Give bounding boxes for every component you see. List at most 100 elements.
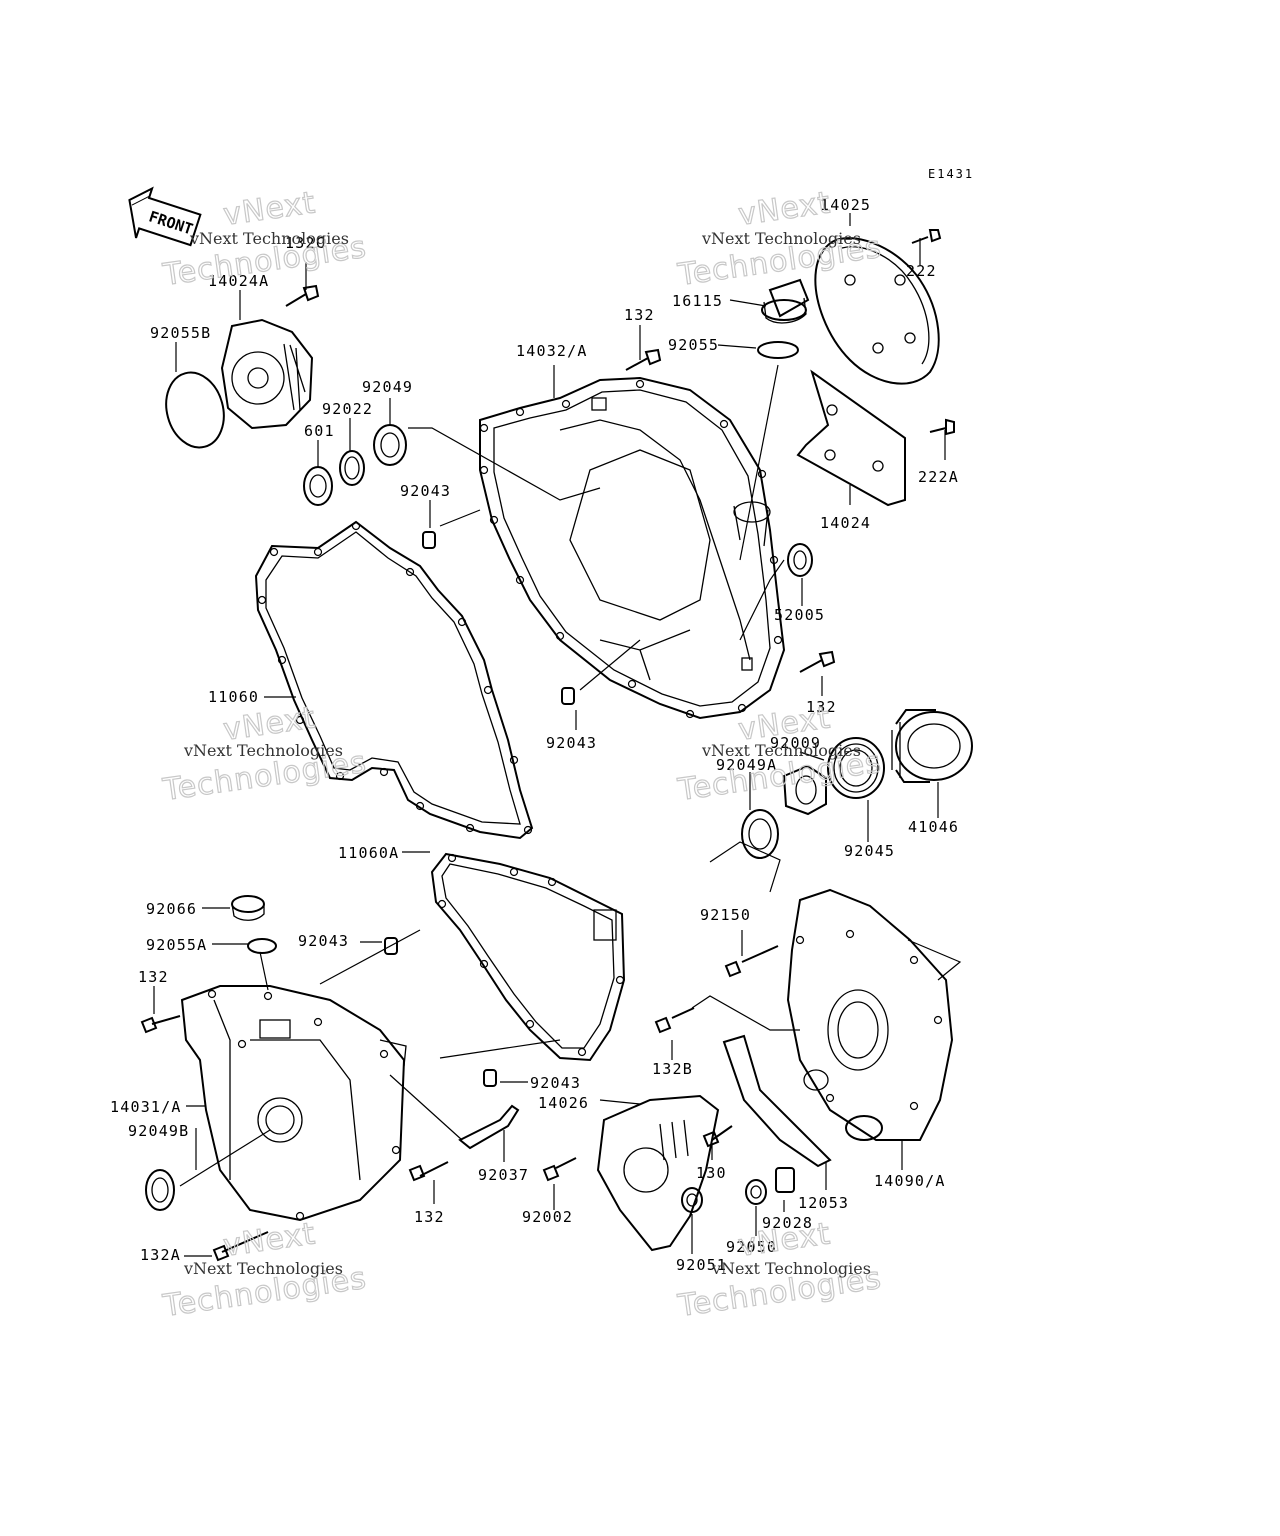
bolt-132-top [625,348,662,371]
watermark-top-left: vNext Technologies vNext Technologies [160,185,370,294]
label-11060A: 11060A [338,844,399,862]
bolt-132-mid [799,650,836,673]
label-222: 222 [906,262,937,280]
label-41046: 41046 [908,818,959,836]
gasket-11060 [254,520,534,840]
label-92022: 92022 [322,400,373,418]
label-132-mid: 132 [806,698,837,716]
label-92055: 92055 [668,336,719,354]
washer-92050 [745,1179,767,1205]
label-132B: 132B [652,1060,693,1078]
label-14090A: 14090/A [874,1172,946,1190]
label-11060: 11060 [208,688,259,706]
o-ring-92055B [165,371,225,449]
bolt-132A [212,1231,269,1262]
label-92049: 92049 [362,378,413,396]
watermark-mid-left: vNext Technologies vNext Technologies [160,700,370,809]
label-92049A: 92049A [716,756,777,774]
leader-lines [153,213,962,1257]
dowel-92043-c [384,937,398,955]
guide-12053 [722,1034,832,1168]
oil-filler-cap-16115 [761,278,810,324]
gasket-11060A [430,852,626,1062]
label-92049B: 92049B [128,1122,189,1140]
bolt-92150 [724,945,779,978]
bolt-130 [702,1125,733,1148]
seal-92049A [741,809,779,859]
washer-92051 [681,1187,703,1213]
dowel-92043-a [422,531,436,549]
label-132A: 132A [140,1246,181,1264]
label-132-top: 132 [624,306,655,324]
housing-14090A [786,888,954,1141]
label-14031A: 14031/A [110,1098,182,1116]
bolt-92002 [542,1157,577,1182]
bolt-132C [285,284,320,307]
label-92009: 92009 [770,734,821,752]
label-92066: 92066 [146,900,197,918]
label-92055A: 92055A [146,936,207,954]
cover-14031A [180,985,407,1222]
label-14025: 14025 [820,196,871,214]
bolt-222A [929,418,955,436]
one-way-clutch-41046 [891,709,973,783]
label-92043-b: 92043 [546,734,597,752]
label-92050: 92050 [726,1238,777,1256]
nut-92009 [782,764,827,816]
label-130: 130 [696,1164,727,1182]
diagram-reference: E1431 [928,167,974,181]
label-222A: 222A [918,468,959,486]
svg-text:vNext Technologies: vNext Technologies [189,229,349,248]
dowel-92043-d [483,1069,497,1087]
label-14024: 14024 [820,514,871,532]
bolt-222 [911,229,942,244]
dowel-92043-b [561,687,575,705]
collar-92028 [775,1167,795,1193]
label-132C: 132C [285,234,326,252]
label-92045: 92045 [844,842,895,860]
label-92055B: 92055B [150,324,211,342]
bolt-132B [654,1007,695,1034]
bolt-132-bot [408,1161,449,1182]
svg-text:vNext Technologies: vNext Technologies [183,1259,343,1278]
svg-text:vNext: vNext [221,1216,318,1264]
label-132-bot: 132 [414,1208,445,1226]
bearing-601 [303,466,333,506]
label-92043-a: 92043 [400,482,451,500]
o-ring-92055A [247,938,277,954]
svg-text:vNext Technologies: vNext Technologies [701,741,861,760]
label-132-left: 132 [138,968,169,986]
plug-92066 [231,895,265,921]
cover-14025 [814,237,940,385]
label-92043-c: 92043 [298,932,349,950]
watermark-bottom-left: vNext Technologies vNext Technologies [160,1216,370,1325]
label-12053: 12053 [798,1194,849,1212]
svg-text:vNext Technologies: vNext Technologies [701,229,861,248]
svg-text:vNext: vNext [736,1216,833,1264]
guard-14024 [796,369,906,507]
label-92043-d: 92043 [530,1074,581,1092]
label-92028: 92028 [762,1214,813,1232]
svg-text:vNext: vNext [736,185,833,233]
label-92150: 92150 [700,906,751,924]
label-601: 601 [304,422,335,440]
label-14026: 14026 [538,1094,589,1112]
label-16115: 16115 [672,292,723,310]
cover-14026 [596,1094,720,1252]
svg-text:vNext Technologies: vNext Technologies [183,741,343,760]
label-92037: 92037 [478,1166,529,1184]
seal-92049 [373,424,407,466]
svg-text:vNext: vNext [221,185,318,233]
seal-92049B [145,1169,175,1211]
label-52005: 52005 [774,606,825,624]
svg-text:vNext Technologies: vNext Technologies [711,1259,871,1278]
label-14032A: 14032/A [516,342,588,360]
pump-cover-14024A [220,318,314,430]
bolt-132-left [140,1015,181,1034]
front-arrow-icon: FRONT [128,186,202,247]
clutch-cover-14032A [479,376,786,720]
bearing-92045 [827,737,885,799]
ring-92022 [339,450,365,486]
seal-52005 [787,543,813,577]
